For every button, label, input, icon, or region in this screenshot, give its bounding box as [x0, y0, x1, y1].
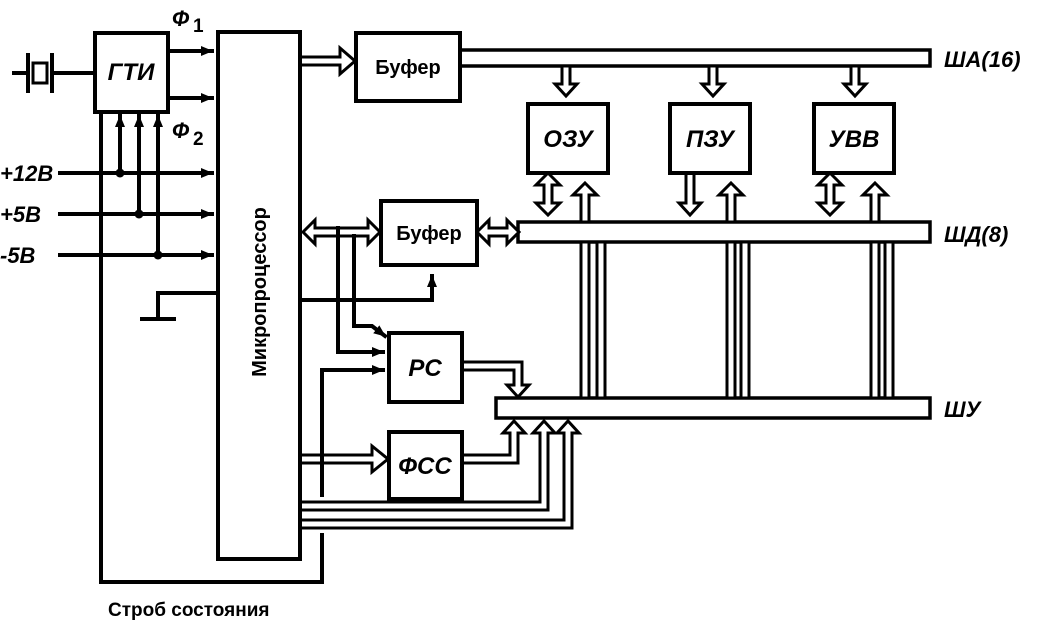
data-bus-label: ШД(8): [944, 222, 1008, 247]
fss-label: ФСС: [398, 453, 452, 480]
rs-block: РС: [387, 331, 464, 404]
fss-block: ФСС: [387, 430, 464, 501]
crystal-icon: [12, 53, 97, 93]
data-buffer-label: Буфер: [396, 223, 462, 245]
address-bus-label: ША(16): [944, 47, 1021, 72]
power-minus5v-label: -5В: [0, 243, 36, 268]
phi1-subscript: 1: [193, 16, 204, 37]
io-block: УВВ: [812, 102, 896, 175]
microprocessor-label: Микропроцессор: [249, 207, 271, 377]
ram-block: ОЗУ: [526, 102, 610, 175]
status-strobe-line: [99, 110, 324, 584]
ground-icon: [140, 291, 220, 321]
data-buffer-block: Буфер: [379, 199, 479, 267]
power-12v-label: +12В: [0, 161, 53, 186]
cpu-control-links: [298, 226, 437, 497]
power-5v-label: +5В: [0, 202, 41, 227]
rs-label: РС: [408, 355, 442, 382]
data-bus: [300, 170, 932, 248]
status-strobe-caption: Строб состояния: [108, 600, 269, 621]
gti-label: ГТИ: [108, 59, 155, 86]
rom-block: ПЗУ: [668, 102, 752, 175]
ram-label: ОЗУ: [543, 126, 594, 153]
control-bus-label: ШУ: [944, 397, 983, 422]
rom-label: ПЗУ: [686, 126, 736, 153]
gti-block: ГТИ: [93, 31, 170, 114]
address-buffer-label: Буфер: [375, 57, 441, 79]
power-lines: [58, 114, 214, 260]
control-bus: [298, 240, 932, 530]
microprocessor-block: Микропроцессор: [216, 30, 302, 561]
phi1-label: Ф: [172, 6, 190, 31]
phi2-label: Ф: [172, 118, 190, 143]
address-buffer-block: Буфер: [354, 31, 462, 103]
io-label: УВВ: [829, 126, 880, 153]
phi2-subscript: 2: [193, 129, 204, 150]
